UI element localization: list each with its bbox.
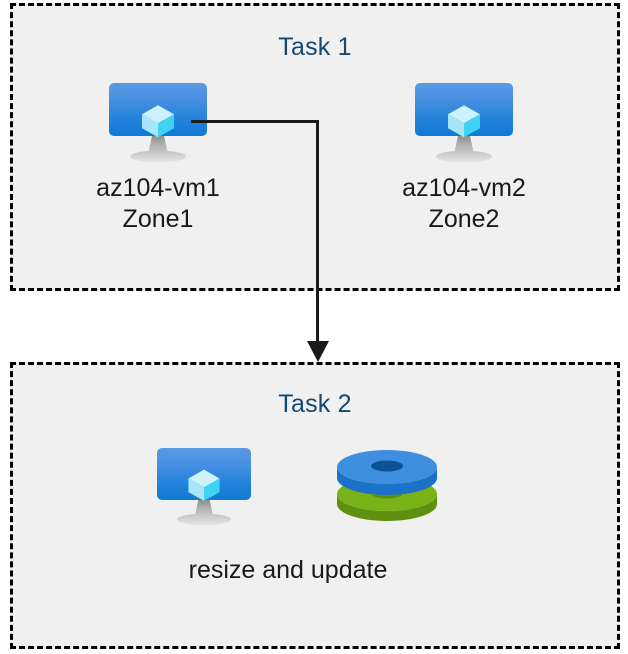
node-label-az104-vm1: az104-vm1 Zone1 — [96, 173, 220, 235]
virtual-machine-icon — [415, 83, 513, 162]
vm2-zone: Zone2 — [428, 205, 500, 233]
managed-disks-icon[interactable] — [335, 447, 439, 525]
virtual-machine-icon — [109, 83, 207, 162]
vm-cube-glyph — [188, 469, 220, 501]
node-label-az104-vm2: az104-vm2 Zone2 — [402, 173, 526, 235]
disk-blue — [337, 450, 437, 495]
node-az104-vm2[interactable]: az104-vm2 Zone2 — [402, 83, 526, 243]
managed-disks-glyph — [337, 450, 437, 521]
vm-stand-base — [177, 514, 231, 525]
node-az104-vm1[interactable]: az104-vm1 Zone1 — [96, 83, 220, 243]
task-2-container: Task 2 — [10, 362, 620, 649]
vm-stand-base — [130, 151, 186, 162]
vm-cube-glyph — [448, 105, 480, 138]
connector-arrowhead-icon — [307, 341, 329, 362]
connector-vertical-segment — [316, 120, 319, 345]
vm-stand-neck — [194, 500, 214, 517]
virtual-machine-icon — [157, 448, 251, 525]
task-1-title: Task 1 — [278, 33, 352, 61]
vm-stand-neck — [148, 136, 168, 154]
vm-stand-neck — [454, 136, 474, 154]
vm-cube-glyph — [142, 105, 174, 138]
task-1-container: Task 1 — [10, 3, 620, 291]
task2-virtual-machine[interactable] — [157, 448, 251, 525]
task-2-caption: resize and update — [188, 556, 388, 584]
vm1-zone: Zone1 — [122, 205, 194, 233]
vm2-name: az104-vm2 — [402, 174, 526, 202]
connector-horizontal-segment — [191, 120, 319, 123]
vm-stand-base — [436, 151, 492, 162]
task-2-title: Task 2 — [278, 390, 352, 418]
vm1-name: az104-vm1 — [96, 174, 220, 202]
